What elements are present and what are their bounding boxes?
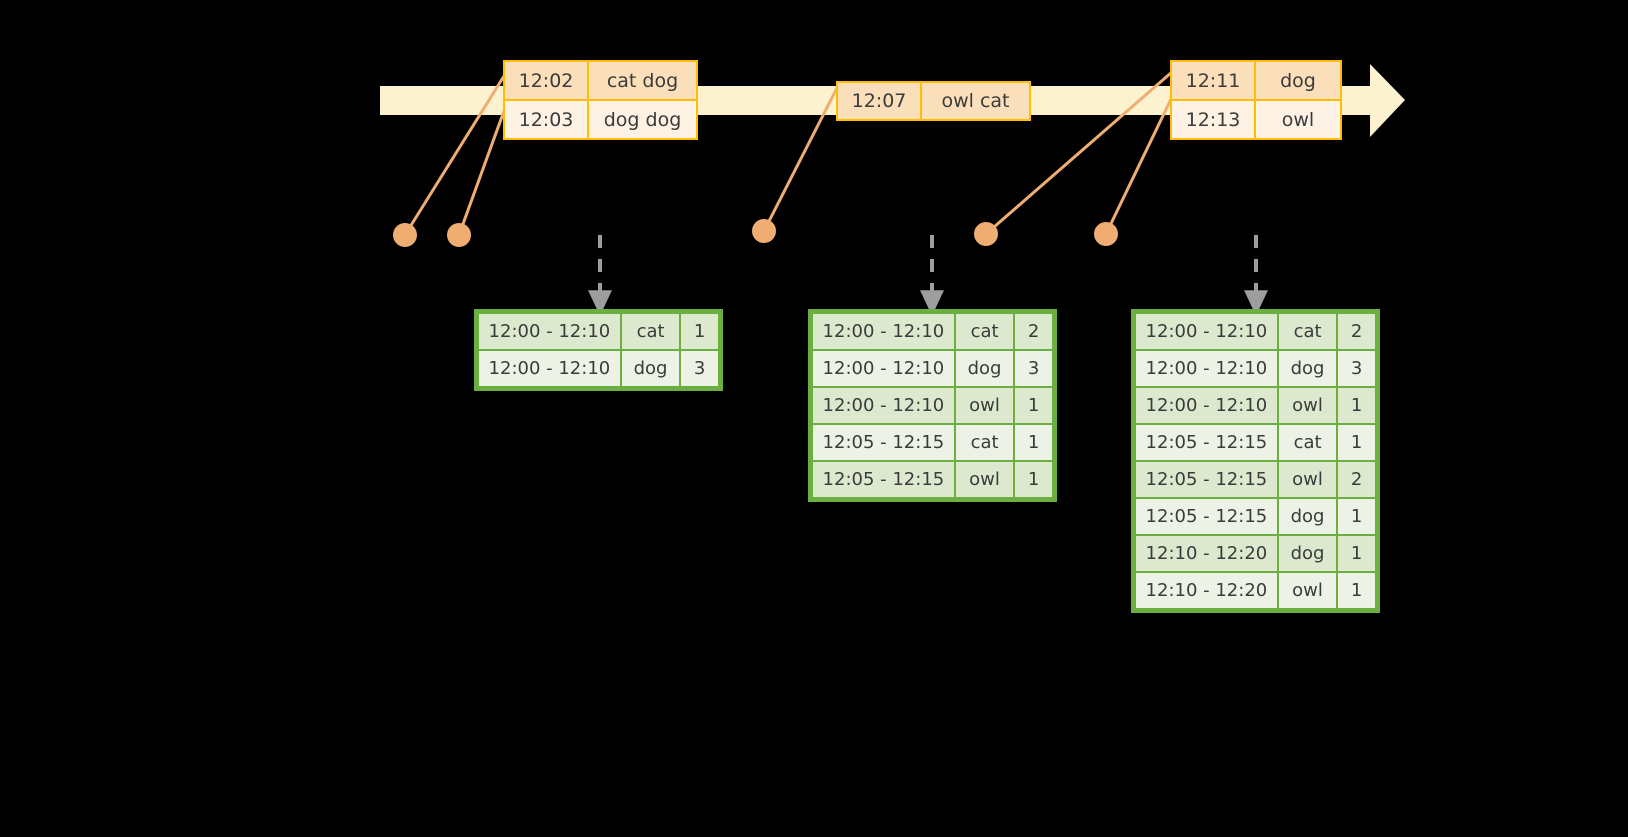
event-group-1[interactable]: 12:02 cat dog 12:03 dog dog <box>503 60 698 140</box>
cell-window: 12:00 - 12:10 <box>813 388 954 423</box>
event-value: cat dog <box>589 62 696 99</box>
cell-key: cat <box>1278 314 1337 349</box>
timeline-arrowhead <box>1370 64 1405 137</box>
cell-count: 3 <box>1015 351 1052 386</box>
cell-window: 12:05 - 12:15 <box>813 425 954 460</box>
cell-count: 2 <box>1338 314 1375 349</box>
event-time: 12:07 <box>838 83 922 119</box>
cell-count: 1 <box>1338 536 1375 571</box>
cell-count: 1 <box>1338 573 1375 608</box>
cell-key: dog <box>621 351 680 386</box>
event-row[interactable]: 12:13 owl <box>1172 99 1340 138</box>
cell-window: 12:00 - 12:10 <box>1136 351 1277 386</box>
cell-count: 3 <box>1338 351 1375 386</box>
cell-window: 12:00 - 12:10 <box>813 314 954 349</box>
cell-count: 1 <box>1338 388 1375 423</box>
cell-window: 12:00 - 12:10 <box>479 351 620 386</box>
event-row[interactable]: 12:03 dog dog <box>505 99 696 138</box>
connector-dot-1 <box>393 223 417 247</box>
event-row[interactable]: 12:07 owl cat <box>838 83 1029 119</box>
event-row[interactable]: 12:11 dog <box>1172 62 1340 99</box>
cell-window: 12:00 - 12:10 <box>479 314 620 349</box>
event-time: 12:03 <box>505 101 589 138</box>
cell-key: owl <box>955 388 1014 423</box>
connector-dot-5 <box>1094 222 1118 246</box>
cell-count: 2 <box>1015 314 1052 349</box>
cell-key: dog <box>1278 536 1337 571</box>
cell-window: 12:10 - 12:20 <box>1136 573 1277 608</box>
cell-window: 12:05 - 12:15 <box>1136 425 1277 460</box>
cell-key: cat <box>955 314 1014 349</box>
cell-count: 1 <box>1015 388 1052 423</box>
cell-window: 12:00 - 12:10 <box>813 351 954 386</box>
event-value: dog dog <box>589 101 696 138</box>
event-group-2[interactable]: 12:07 owl cat <box>836 81 1031 121</box>
cell-key: owl <box>1278 462 1337 497</box>
cell-key: owl <box>1278 573 1337 608</box>
connector-dot-4 <box>974 222 998 246</box>
cell-count: 3 <box>681 351 718 386</box>
event-time: 12:13 <box>1172 101 1256 138</box>
event-value: dog <box>1256 62 1340 99</box>
connector-line-5 <box>1104 96 1174 235</box>
cell-key: dog <box>955 351 1014 386</box>
cell-window: 12:10 - 12:20 <box>1136 536 1277 571</box>
cell-key: owl <box>1278 388 1337 423</box>
cell-window: 12:05 - 12:15 <box>1136 499 1277 534</box>
cell-count: 1 <box>1015 425 1052 460</box>
cell-count: 1 <box>1338 499 1375 534</box>
cell-count: 2 <box>1338 462 1375 497</box>
cell-key: owl <box>955 462 1014 497</box>
event-time: 12:11 <box>1172 62 1256 99</box>
cell-window: 12:05 - 12:15 <box>813 462 954 497</box>
event-value: owl cat <box>922 83 1029 119</box>
cell-key: dog <box>1278 499 1337 534</box>
cell-count: 1 <box>1015 462 1052 497</box>
cell-window: 12:00 - 12:10 <box>1136 314 1277 349</box>
connector-line-2 <box>457 99 510 236</box>
event-value: owl <box>1256 101 1340 138</box>
cell-key: cat <box>1278 425 1337 460</box>
event-group-3[interactable]: 12:11 dog 12:13 owl <box>1170 60 1342 140</box>
cell-key: dog <box>1278 351 1337 386</box>
connector-dot-2 <box>447 223 471 247</box>
cell-count: 1 <box>681 314 718 349</box>
cell-count: 1 <box>1338 425 1375 460</box>
cell-window: 12:05 - 12:15 <box>1136 462 1277 497</box>
connector-dot-3 <box>752 219 776 243</box>
event-time: 12:02 <box>505 62 589 99</box>
cell-window: 12:00 - 12:10 <box>1136 388 1277 423</box>
event-row[interactable]: 12:02 cat dog <box>505 62 696 99</box>
cell-key: cat <box>955 425 1014 460</box>
cell-key: cat <box>621 314 680 349</box>
